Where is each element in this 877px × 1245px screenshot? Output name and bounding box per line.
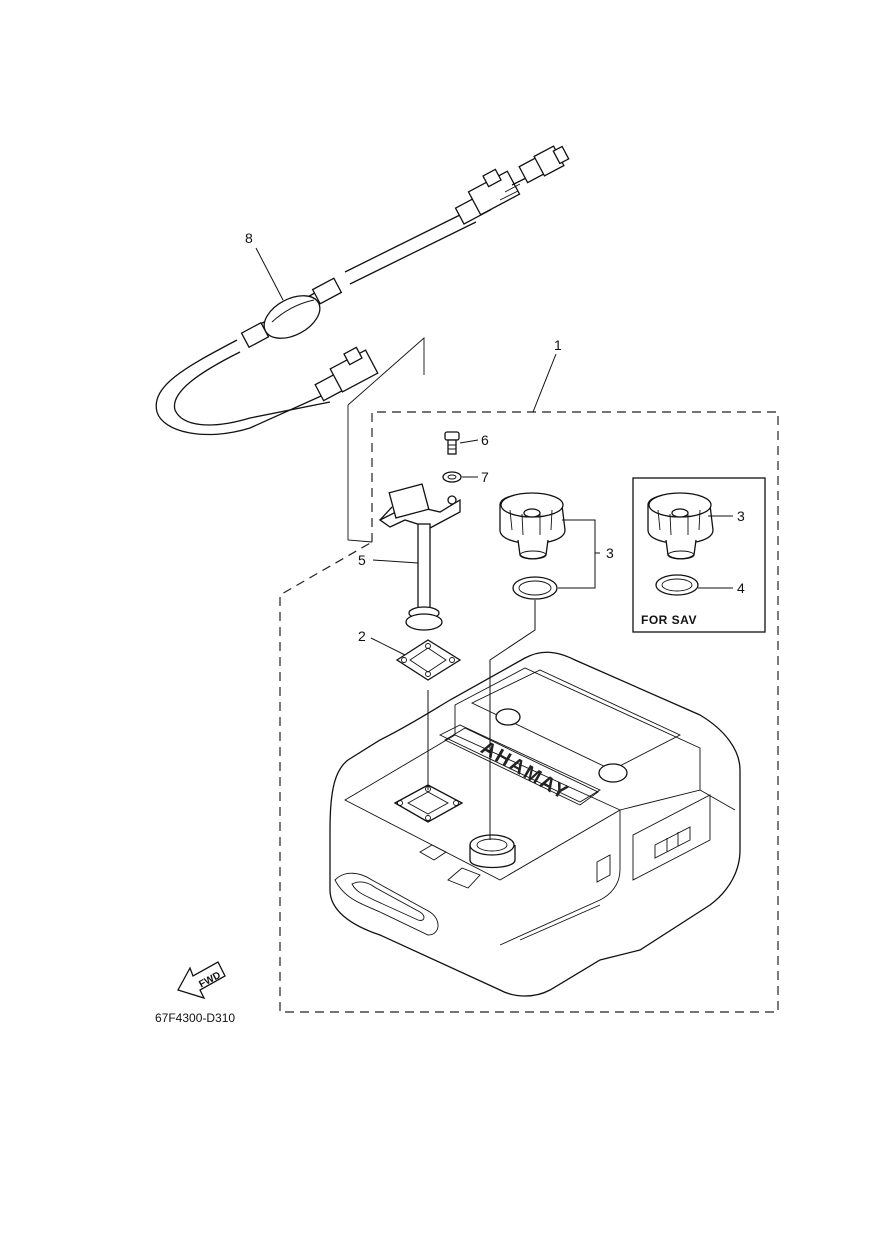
inset-for-sav: FOR SAV	[632, 477, 766, 633]
callout-1: 1	[554, 337, 562, 353]
filler-cap-part	[499, 492, 566, 560]
washer-part	[442, 471, 462, 483]
screw-part	[444, 431, 460, 455]
fwd-arrow-icon: FWD	[177, 961, 226, 1000]
callout-5: 5	[358, 552, 366, 568]
fuel-gauge-part	[378, 483, 461, 631]
callout-2: 2	[358, 628, 366, 644]
fuel-tank-body: YAMAHA	[329, 651, 741, 997]
callout-3-sav: 3	[737, 508, 745, 524]
leader-lines	[255, 247, 733, 840]
oring-part	[512, 576, 558, 600]
gasket-part	[395, 639, 462, 681]
callout-8: 8	[245, 230, 253, 246]
callout-6: 6	[481, 432, 489, 448]
fuel-hose-assembly	[155, 145, 570, 543]
callout-3: 3	[606, 545, 614, 561]
inset-label: FOR SAV	[641, 613, 697, 627]
callout-numbers: 8 1 6 7 5 2 3 3 4	[245, 230, 745, 644]
diagram-code: 67F4300-D310	[155, 1011, 235, 1025]
callout-4-sav: 4	[737, 580, 745, 596]
callout-7: 7	[481, 469, 489, 485]
